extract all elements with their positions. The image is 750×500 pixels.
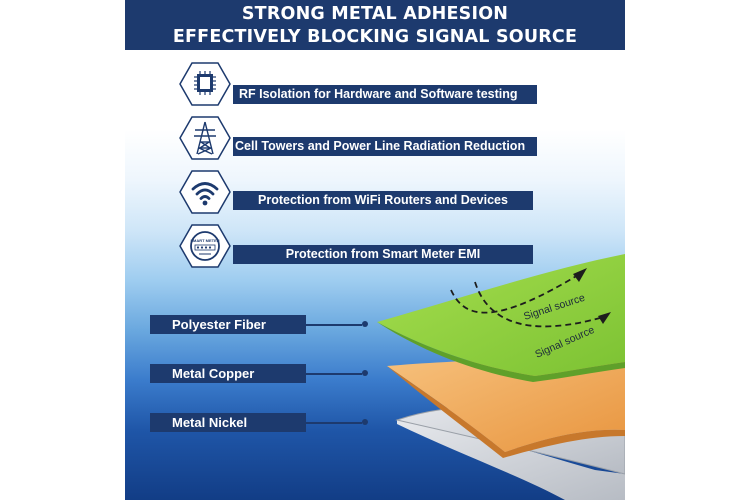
product-panel: STRONG METAL ADHESION EFFECTIVELY BLOCKI… — [125, 0, 625, 500]
signal-arrow — [474, 281, 608, 328]
feature-item: Cell Towers and Power Line Radiation Red… — [179, 114, 539, 162]
feature-item: SMART METER Protection from Smart Meter … — [179, 222, 539, 270]
leader-line — [306, 373, 362, 375]
leader-dot — [362, 321, 368, 327]
signal-arrow — [450, 271, 584, 314]
power-tower-icon — [179, 116, 231, 160]
feature-label: Protection from WiFi Routers and Devices — [233, 191, 533, 210]
layer-label-polyester: Polyester Fiber — [150, 315, 306, 334]
header-banner: STRONG METAL ADHESION EFFECTIVELY BLOCKI… — [125, 0, 625, 50]
smart-meter-icon: SMART METER — [179, 224, 231, 268]
feature-label: RF Isolation for Hardware and Software t… — [233, 85, 537, 104]
feature-item: RF Isolation for Hardware and Software t… — [179, 60, 539, 108]
leader-line — [306, 422, 362, 424]
leader-dot — [362, 419, 368, 425]
leader-line — [306, 324, 362, 326]
nickel-layer — [397, 420, 625, 500]
chip-icon — [179, 62, 231, 106]
meter-label: SMART METER — [190, 238, 219, 243]
feature-label: Protection from Smart Meter EMI — [233, 245, 533, 264]
header-title-line2: EFFECTIVELY BLOCKING SIGNAL SOURCE — [172, 27, 578, 47]
feature-label: Cell Towers and Power Line Radiation Red… — [233, 137, 537, 156]
header-title-line1: STRONG METAL ADHESION — [241, 4, 509, 24]
polyester-layer — [377, 254, 625, 376]
wifi-icon — [179, 170, 231, 214]
layers-illustration: Signal source Signal source — [377, 254, 625, 500]
layer-label-nickel: Metal Nickel — [150, 413, 306, 432]
feature-item: Protection from WiFi Routers and Devices — [179, 168, 539, 216]
layer-label-copper: Metal Copper — [150, 364, 306, 383]
leader-dot — [362, 370, 368, 376]
